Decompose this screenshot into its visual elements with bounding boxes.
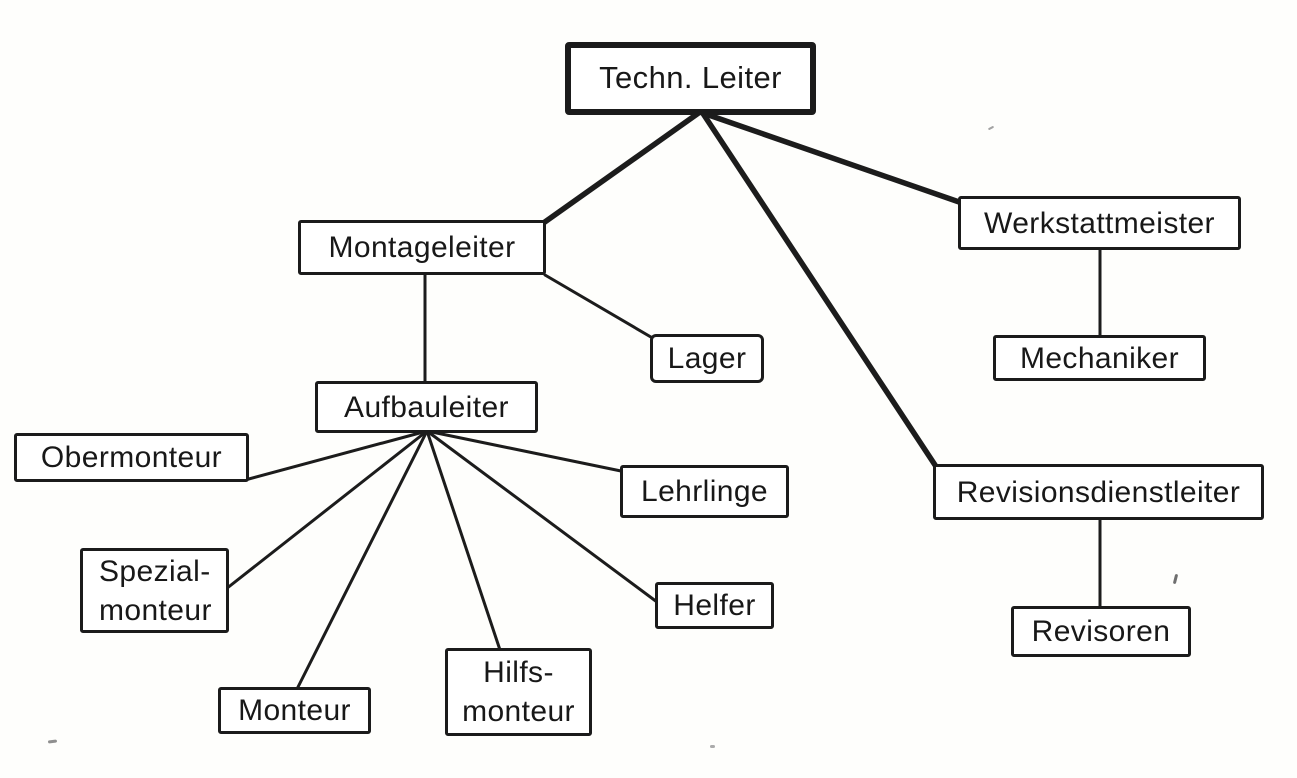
label-aufbauleiter: Aufbauleiter xyxy=(344,390,509,424)
node-revisionsdienstleiter: Revisionsdienstleiter xyxy=(933,464,1264,520)
node-techn-leiter: Techn. Leiter xyxy=(565,42,816,115)
edge-aufbauleiter--obermonteur xyxy=(243,429,429,482)
node-spezialmonteur: Spezial- monteur xyxy=(80,548,229,633)
edge-techn-leiter--montageleiter xyxy=(539,109,703,227)
edge-montageleiter--lager xyxy=(543,273,658,342)
scan-speck xyxy=(710,745,715,748)
label-werkstattmeister: Werkstattmeister xyxy=(984,206,1215,240)
node-mechaniker: Mechaniker xyxy=(993,335,1206,381)
node-helfer: Helfer xyxy=(655,582,774,629)
edge-aufbauleiter--monteur xyxy=(295,429,429,691)
node-lehrlinge: Lehrlinge xyxy=(620,465,789,518)
edge-aufbauleiter--spezialmonteur xyxy=(224,429,429,591)
label-monteur: Monteur xyxy=(238,694,351,727)
node-obermonteur: Obermonteur xyxy=(14,433,249,482)
label-lehrlinge: Lehrlinge xyxy=(640,475,769,508)
label-revisionsdienstleiter: Revisionsdienstleiter xyxy=(956,475,1241,509)
node-hilfsmonteur: Hilfs- monteur xyxy=(445,648,592,736)
edge-aufbauleiter--lehrlinge xyxy=(425,429,623,473)
label-mechaniker: Mechaniker xyxy=(1019,341,1180,375)
label-montageleiter: Montageleiter xyxy=(328,231,516,264)
edge-aufbauleiter--helfer xyxy=(425,429,659,604)
node-lager: Lager xyxy=(650,334,764,383)
node-montageleiter: Montageleiter xyxy=(298,220,546,275)
label-techn-leiter: Techn. Leiter xyxy=(599,60,782,96)
label-helfer: Helfer xyxy=(673,589,756,622)
node-revisoren: Revisoren xyxy=(1011,606,1191,657)
label-revisoren: Revisoren xyxy=(1031,615,1171,648)
node-monteur: Monteur xyxy=(218,687,371,734)
label-spezialmonteur: Spezial- monteur xyxy=(99,554,212,627)
edge-techn-leiter--revisionsdienstleiter xyxy=(699,109,940,471)
node-werkstattmeister: Werkstattmeister xyxy=(958,196,1241,250)
edge-aufbauleiter--hilfsmonteur xyxy=(425,429,502,652)
label-hilfsmonteur: Hilfs- monteur xyxy=(462,656,575,728)
node-aufbauleiter: Aufbauleiter xyxy=(315,381,538,433)
label-lager: Lager xyxy=(667,342,747,375)
label-obermonteur: Obermonteur xyxy=(40,441,223,474)
edge-techn-leiter--werkstattmeister xyxy=(697,109,965,206)
